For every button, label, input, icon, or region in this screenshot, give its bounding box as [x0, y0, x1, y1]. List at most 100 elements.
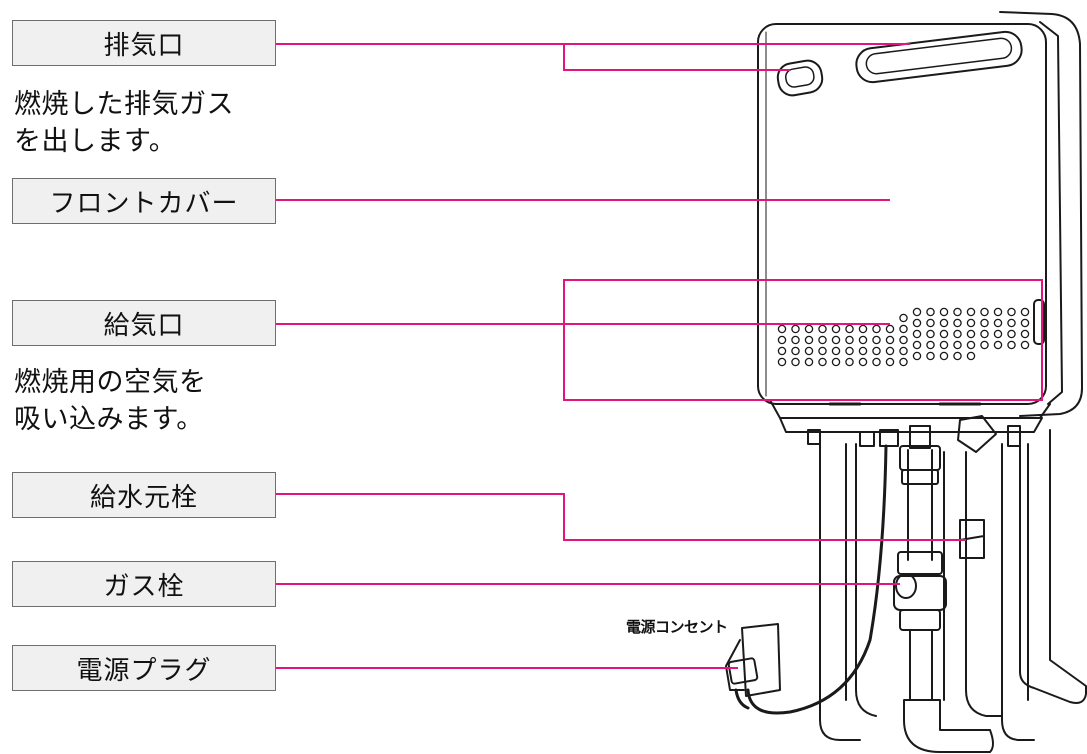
vent-hole: [939, 307, 949, 317]
outlet-caption: 電源コンセント: [626, 618, 728, 636]
heater-bottom-tray: [769, 399, 1051, 419]
vent-hole: [939, 340, 949, 350]
vent-hole: [926, 318, 935, 328]
vent-hole: [912, 318, 922, 328]
leader-exhaust: [276, 43, 910, 71]
vent-hole: [926, 351, 935, 361]
vent-hole: [858, 324, 868, 334]
vent-hole: [899, 346, 908, 356]
label-gas-valve: ガス栓: [12, 561, 276, 607]
vent-hole: [845, 346, 854, 356]
label-water-valve: 給水元栓: [12, 472, 276, 518]
vent-hole: [993, 307, 1003, 317]
vent-hole: [804, 335, 814, 345]
vent-hole: [939, 318, 949, 328]
vent-hole: [1020, 329, 1030, 339]
vent-hole: [804, 357, 814, 367]
vent-hole: [791, 324, 800, 334]
fitting-diamond: [957, 415, 997, 453]
vent-hole: [1007, 318, 1016, 328]
leader-intake-bracket: [563, 279, 1043, 401]
gas-valve-body: [897, 551, 943, 575]
vent-hole: [953, 307, 962, 317]
vent-hole: [858, 346, 868, 356]
vent-hole: [777, 335, 787, 345]
leader-water-valve: [276, 493, 966, 541]
vent-hole: [939, 329, 949, 339]
vent-hole: [1007, 307, 1016, 317]
vent-hole: [777, 346, 787, 356]
vent-hole: [993, 340, 1003, 350]
vent-hole: [872, 324, 881, 334]
vent-hole: [926, 329, 935, 339]
heater-side-panel: [999, 11, 1083, 417]
vent-hole: [885, 324, 895, 334]
vent-hole: [1007, 340, 1016, 350]
center-pipe: [907, 449, 933, 561]
pipe-right-2: [1019, 429, 1087, 704]
vent-hole: [966, 307, 976, 317]
vent-hole: [953, 351, 962, 361]
vent-hole: [831, 346, 841, 356]
vent-hole: [953, 340, 962, 350]
vent-hole: [912, 307, 922, 317]
vent-hole: [1020, 307, 1030, 317]
lower-elbow: [903, 699, 994, 753]
vent-hole: [872, 357, 881, 367]
power-plug: [727, 657, 759, 685]
vent-hole: [953, 318, 962, 328]
pipe-left: [819, 443, 861, 741]
vent-hole: [872, 346, 881, 356]
vent-hole: [899, 313, 908, 323]
vent-hole: [899, 324, 908, 334]
vent-hole: [777, 357, 787, 367]
vent-hole: [845, 324, 854, 334]
vent-hole: [980, 340, 989, 350]
vent-hole: [831, 357, 841, 367]
label-front-cover: フロントカバー: [12, 178, 276, 224]
vent-hole: [926, 307, 935, 317]
vent-hole: [804, 324, 814, 334]
label-power-plug: 電源プラグ: [12, 645, 276, 691]
vent-hole: [858, 335, 868, 345]
vent-hole: [899, 335, 908, 345]
vent-hole: [845, 357, 854, 367]
vent-hole: [980, 318, 989, 328]
vent-hole: [831, 335, 841, 345]
vent-hole: [845, 335, 854, 345]
vent-hole: [912, 351, 922, 361]
vent-hole: [1020, 318, 1030, 328]
vent-hole: [912, 329, 922, 339]
vent-hole: [966, 329, 976, 339]
vent-hole: [777, 324, 787, 334]
vent-hole: [912, 340, 922, 350]
vent-hole: [885, 357, 895, 367]
vent-hole: [818, 324, 827, 334]
power-outlet: [741, 623, 781, 697]
vent-hole: [818, 357, 827, 367]
intake-vent-holes: [777, 307, 1030, 367]
pipe-right-1: [1001, 443, 1035, 741]
vent-hole: [966, 340, 976, 350]
vent-hole: [791, 335, 800, 345]
power-cord: [746, 444, 888, 715]
vent-hole: [966, 351, 976, 361]
vent-hole: [885, 346, 895, 356]
vent-hole: [993, 329, 1003, 339]
vent-hole: [926, 340, 935, 350]
vent-hole: [993, 318, 1003, 328]
label-intake: 給気口: [12, 300, 276, 346]
vent-hole: [818, 335, 827, 345]
desc-intake: 燃焼用の空気を 吸い込みます。: [14, 367, 207, 435]
vent-hole: [953, 329, 962, 339]
label-exhaust: 排気口: [12, 20, 276, 66]
vent-hole: [858, 357, 868, 367]
vent-hole: [980, 329, 989, 339]
vent-hole: [872, 335, 881, 345]
vent-hole: [966, 318, 976, 328]
vent-hole: [804, 346, 814, 356]
desc-exhaust: 燃焼した排気ガス を出します。: [14, 89, 234, 157]
vent-hole: [1007, 329, 1016, 339]
vent-hole: [791, 346, 800, 356]
